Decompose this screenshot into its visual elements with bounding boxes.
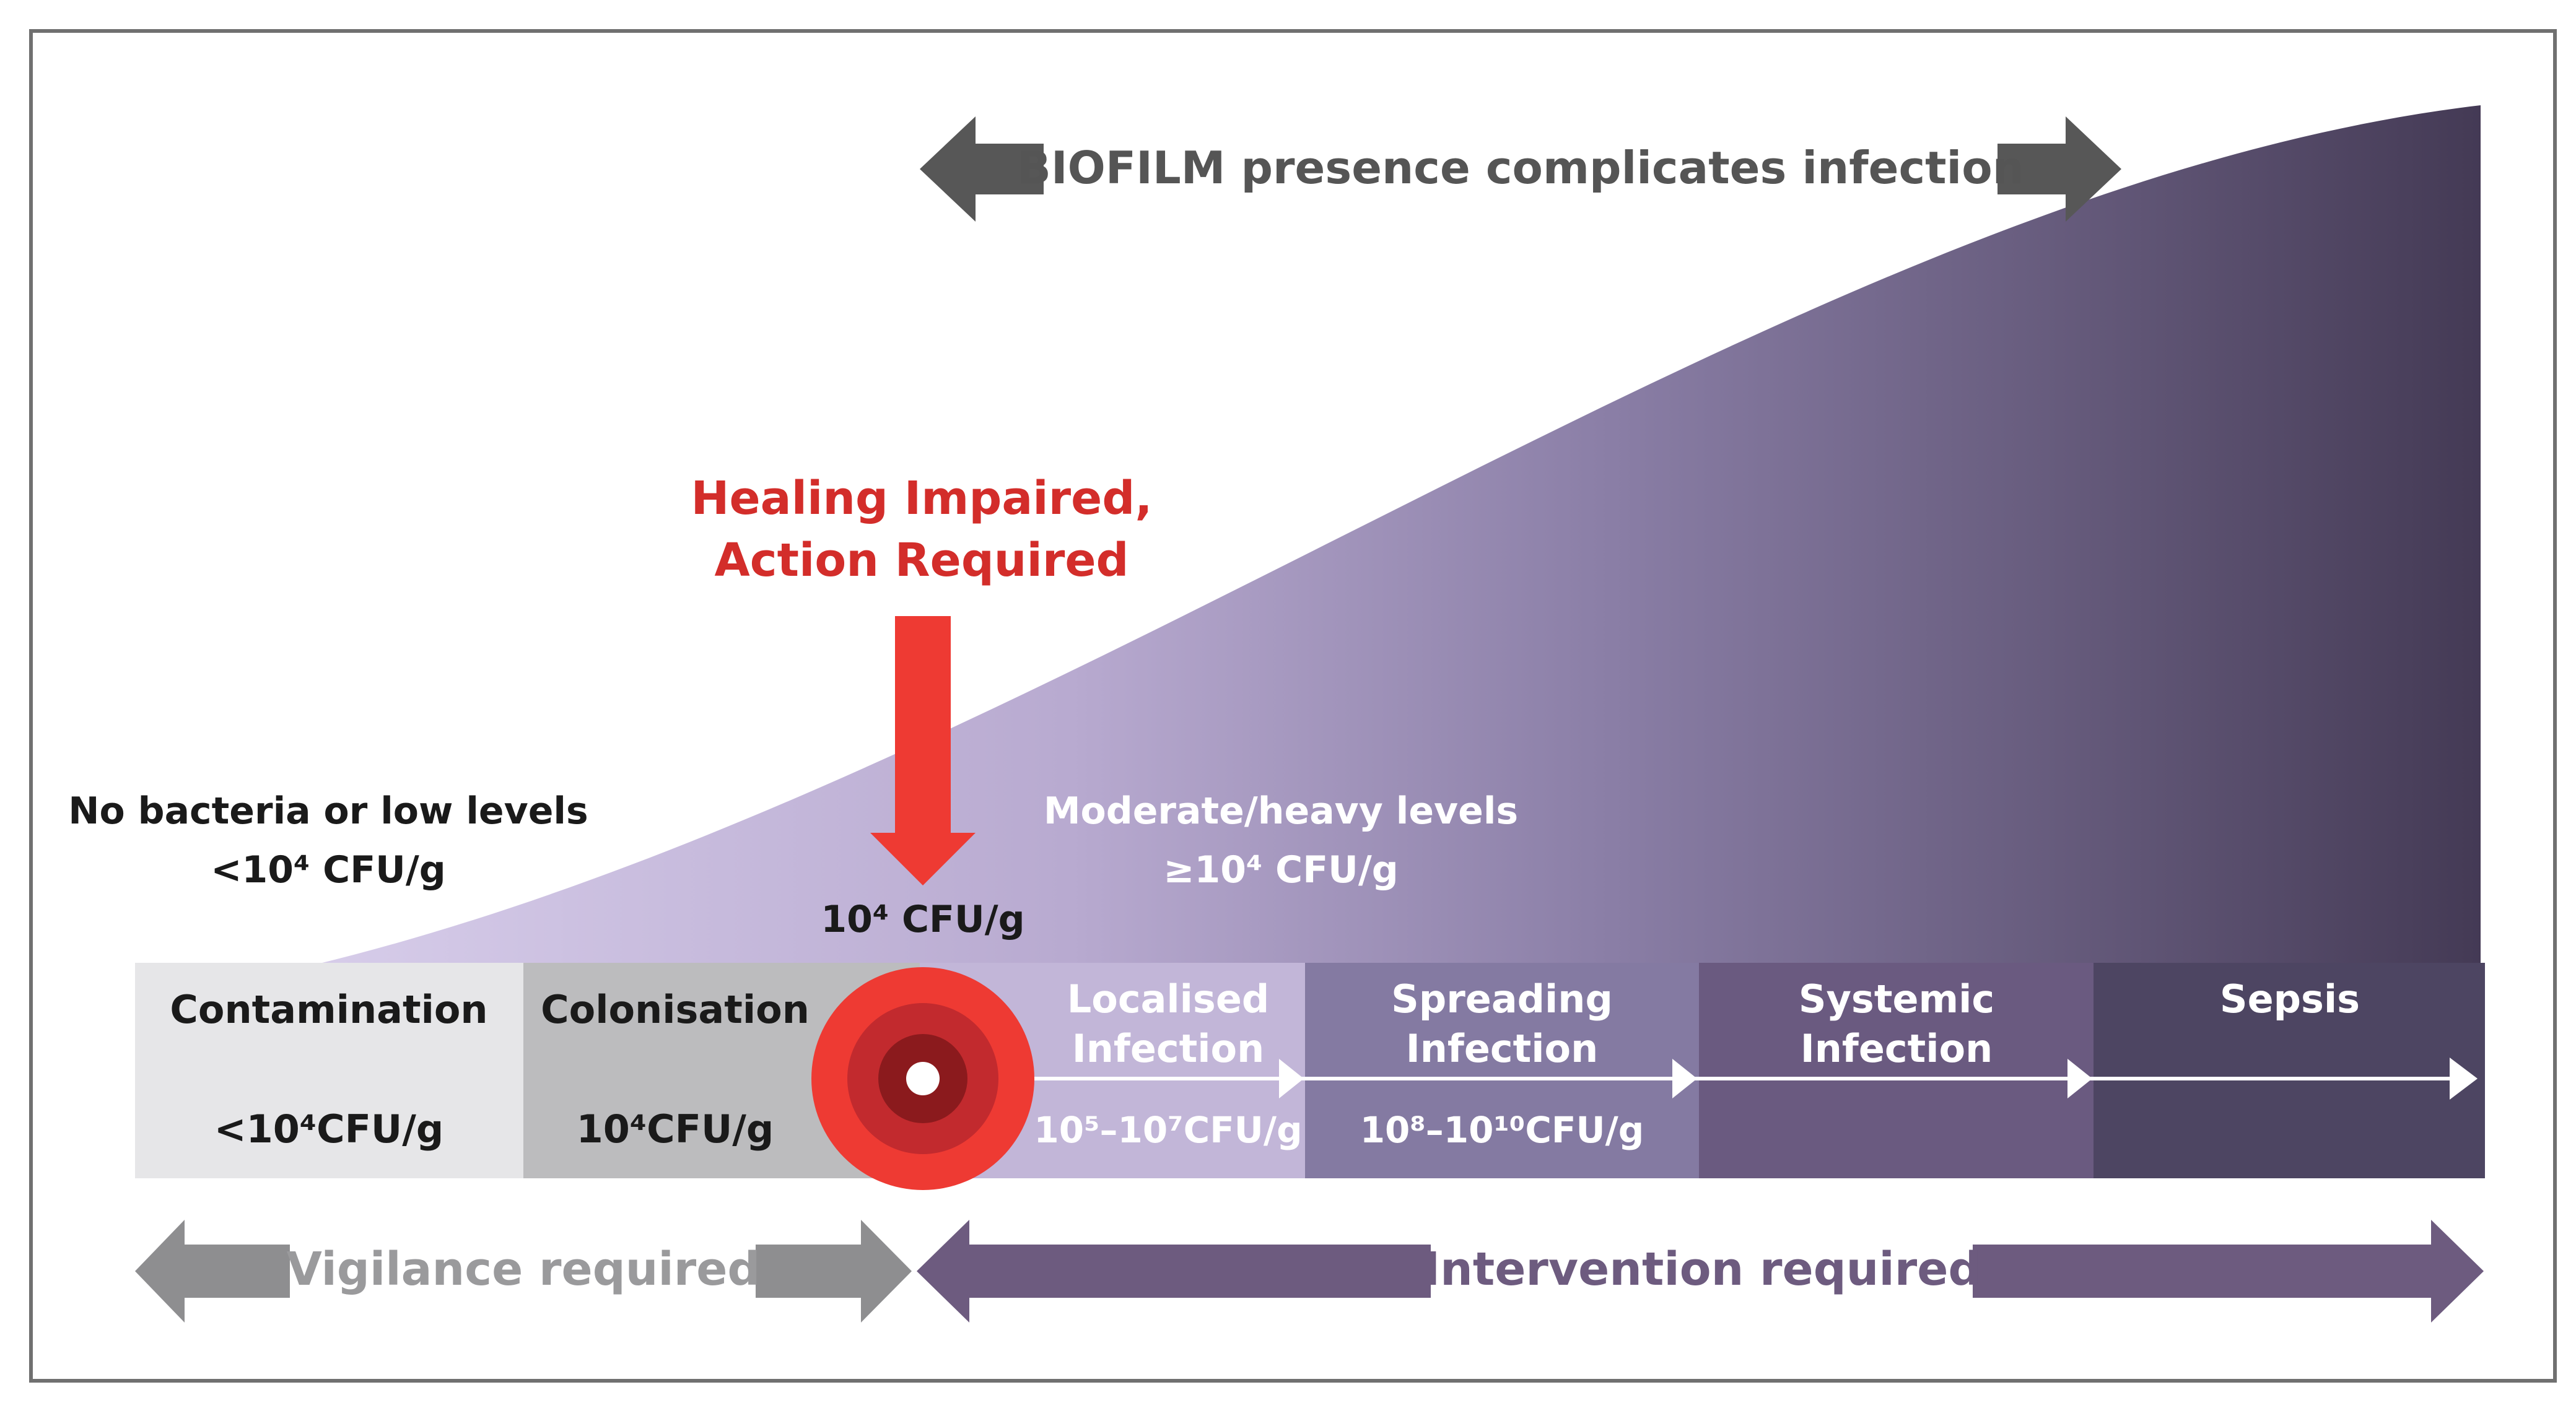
stage-spreading-infection xyxy=(1305,963,1699,1178)
biofilm-arrow xyxy=(920,116,2121,222)
stage-label-systemic-2: Infection xyxy=(1801,1026,1993,1071)
arrowhead-localised xyxy=(1279,1059,1304,1098)
stage-count-spreading: 10⁸–10¹⁰CFU/g xyxy=(1360,1109,1644,1151)
alert-line-1: Healing Impaired, xyxy=(691,472,1153,525)
stage-count-contamination: <10⁴CFU/g xyxy=(214,1106,444,1152)
stage-label-spreading-1: Spreading xyxy=(1391,976,1613,1022)
intervention-arrow xyxy=(917,1220,2484,1323)
target-marker xyxy=(811,967,1034,1190)
stage-sepsis xyxy=(2094,963,2485,1178)
stage-label-sepsis: Sepsis xyxy=(2220,976,2360,1022)
stage-count-localised: 10⁵–10⁷CFU/g xyxy=(1034,1109,1302,1151)
moderate-levels-count: ≥10⁴ CFU/g xyxy=(1163,848,1399,892)
alert-line-2: Action Required xyxy=(715,534,1129,587)
stage-count-colonisation: 10⁴CFU/g xyxy=(577,1106,774,1152)
biofilm-label: BIOFILM presence complicates infection xyxy=(1017,142,2024,194)
stage-label-colonisation: Colonisation xyxy=(541,987,810,1032)
stage-label-localised-1: Localised xyxy=(1067,976,1270,1022)
stage-contamination xyxy=(135,963,523,1178)
intervention-label: Intervention required xyxy=(1423,1243,1981,1296)
stage-label-spreading-2: Infection xyxy=(1406,1026,1599,1071)
low-levels-count: <10⁴ CFU/g xyxy=(211,848,446,892)
arrowhead-sepsis xyxy=(2450,1058,2478,1100)
bacterial-load-curve xyxy=(310,105,2481,966)
arrowhead-systemic xyxy=(2067,1059,2092,1098)
progression-line xyxy=(923,1058,2478,1100)
red-down-arrow xyxy=(870,616,976,885)
vigilance-label: Vigilance required xyxy=(287,1243,761,1296)
stage-label-systemic-1: Systemic xyxy=(1799,976,1994,1022)
stage-label-localised-2: Infection xyxy=(1072,1026,1265,1071)
low-levels-label: No bacteria or low levels xyxy=(68,789,588,833)
moderate-levels-label: Moderate/heavy levels xyxy=(1044,789,1518,833)
vigilance-arrow xyxy=(135,1220,912,1323)
threshold-label: 10⁴ CFU/g xyxy=(821,898,1024,941)
arrowhead-spreading xyxy=(1672,1059,1697,1098)
stage-label-contamination: Contamination xyxy=(170,987,487,1032)
stage-systemic-infection xyxy=(1699,963,2094,1178)
